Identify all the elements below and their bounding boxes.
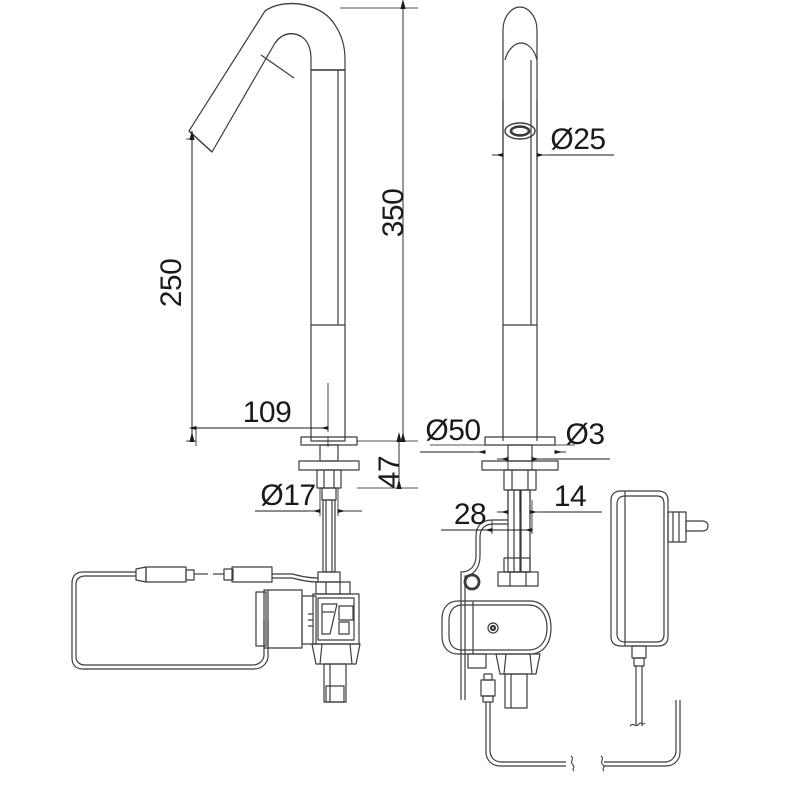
side-shank-tubes bbox=[507, 489, 531, 573]
dimension-250: 250 bbox=[155, 130, 195, 442]
dimension-109-label: 109 bbox=[243, 396, 292, 429]
supply-hose bbox=[317, 499, 341, 583]
mounting-washer bbox=[298, 460, 360, 471]
ac-power-adapter bbox=[610, 490, 669, 647]
side-control-box bbox=[441, 600, 552, 700]
dimension-d50: Ø50 bbox=[420, 414, 566, 454]
dimension-annotations: 350 250 109 47 Ø17 Ø bbox=[155, 0, 614, 534]
dimension-250-label: 250 bbox=[155, 259, 188, 308]
outlet-tube bbox=[323, 663, 347, 703]
side-jack-connector bbox=[480, 673, 496, 703]
dimension-d17-label: Ø17 bbox=[260, 479, 315, 512]
dimension-14-label: 14 bbox=[554, 480, 586, 513]
fixing-nut bbox=[316, 469, 342, 489]
dimension-d25-label: Ø25 bbox=[550, 123, 605, 156]
side-fixing-nut bbox=[503, 444, 537, 491]
dimension-350: 350 bbox=[377, 0, 410, 442]
dimension-d25: Ø25 bbox=[492, 123, 614, 157]
side-elevation-view bbox=[441, 6, 681, 772]
power-adapter-view bbox=[610, 490, 709, 727]
side-top-fitting bbox=[497, 557, 539, 587]
dimension-d3-label: Ø3 bbox=[565, 418, 604, 451]
outlet-nut bbox=[311, 643, 361, 665]
dimension-109: 109 bbox=[188, 396, 329, 430]
solenoid-valve-body bbox=[308, 581, 360, 645]
mains-plug-pins bbox=[667, 511, 709, 543]
dimension-d17: Ø17 bbox=[255, 479, 362, 513]
side-tap-body bbox=[502, 6, 538, 441]
dimension-350-label: 350 bbox=[377, 189, 410, 238]
dimension-47: 47 bbox=[373, 432, 406, 489]
front-elevation-view bbox=[71, 2, 361, 703]
gooseneck-spout bbox=[188, 2, 346, 153]
control-box bbox=[255, 589, 317, 649]
cable-connector bbox=[135, 566, 273, 583]
dimension-47-label: 47 bbox=[373, 456, 406, 488]
threaded-shank bbox=[319, 444, 339, 501]
dimension-d3: Ø3 bbox=[497, 418, 610, 461]
extension-lines bbox=[186, 7, 575, 534]
dimension-d50-label: Ø50 bbox=[425, 414, 480, 447]
dimension-28-label: 28 bbox=[454, 498, 486, 531]
side-mounting-flange bbox=[484, 436, 556, 446]
side-power-cable bbox=[485, 700, 681, 772]
side-mounting-washer bbox=[481, 460, 559, 471]
dimension-14: 14 bbox=[497, 480, 602, 514]
sensor-cable bbox=[272, 573, 319, 583]
side-outlet-nut bbox=[495, 653, 541, 709]
infrared-sensor-window bbox=[504, 122, 536, 140]
adapter-output-cable bbox=[629, 645, 647, 727]
dimension-28: 28 bbox=[441, 498, 533, 532]
side-sensor-cable bbox=[460, 519, 508, 600]
control-box-cable bbox=[71, 571, 269, 670]
